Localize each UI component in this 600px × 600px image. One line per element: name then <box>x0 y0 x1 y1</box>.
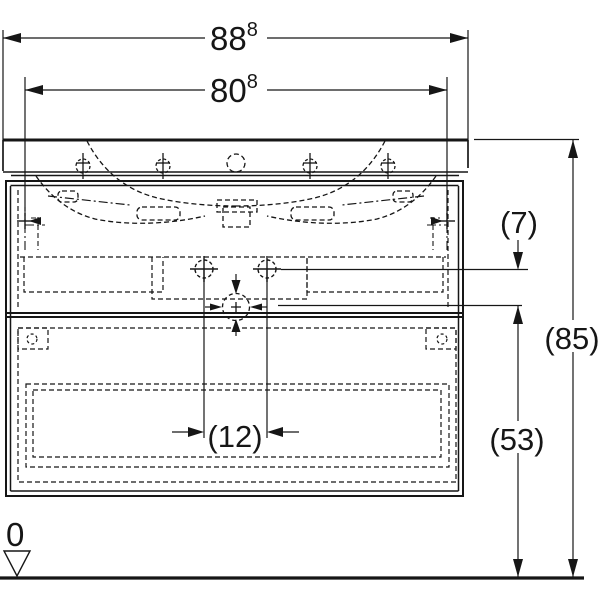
dimension-width-fixing: 808 <box>24 71 448 215</box>
arrowhead-up <box>568 140 578 158</box>
drain-connection <box>190 256 528 438</box>
fixing-arrow-right <box>431 217 443 225</box>
upper-drawer-center-cutout <box>151 257 308 300</box>
lower-drawer-corner-box-left <box>17 327 49 350</box>
arrowhead-right <box>188 427 204 437</box>
mount-symbols <box>75 153 396 179</box>
arrowhead-left <box>267 427 283 437</box>
dimension-height-drain: (53) <box>487 306 547 577</box>
washbasin <box>2 138 469 228</box>
basin-recess-left <box>136 206 181 221</box>
datum-label: 0 <box>6 516 24 553</box>
dimension-height-total: (85) <box>474 138 600 577</box>
fixing-point-right <box>427 207 455 252</box>
dimension-label-drain-spacing: (12) <box>207 419 262 454</box>
upper-drawer-details <box>17 190 449 310</box>
basin-center-lines <box>47 195 425 206</box>
lower-drawer-outer <box>17 327 457 483</box>
side-fixing-points <box>17 207 455 252</box>
basin-drain-recess-inner <box>222 206 251 228</box>
cabinet-outer-outline <box>5 180 464 497</box>
basin-bowl-hidden-outline <box>35 140 437 228</box>
basin-recess-right <box>290 206 335 221</box>
dimension-drain-spacing: (12) <box>172 419 299 454</box>
label-mask <box>542 320 600 352</box>
dimension-label-height-total: (85) <box>544 321 599 356</box>
dimension-label-height-drain: (53) <box>489 422 544 457</box>
mount-symbol-icon <box>75 153 91 179</box>
basin-drain-recess-outer <box>216 199 258 213</box>
arrowhead-down <box>513 252 523 270</box>
lower-drawer-inner <box>32 389 442 458</box>
upper-drawer-pocket-left <box>23 257 164 293</box>
dimension-width-total: 888 <box>2 19 469 171</box>
arrowhead-down <box>568 559 578 577</box>
basin-overflow-right <box>392 190 414 203</box>
floor-datum: 0 <box>0 516 584 580</box>
arrowhead-right <box>450 33 468 43</box>
label-mask <box>205 20 267 54</box>
lower-drawer-middle <box>25 383 450 468</box>
mount-symbol-icon <box>380 153 396 179</box>
arrowhead-left <box>3 33 21 43</box>
lower-drawer-corner-hole-left <box>26 333 38 345</box>
upper-drawer-pocket-right <box>306 257 444 293</box>
cabinet <box>5 180 464 497</box>
fixing-point-left <box>17 207 45 252</box>
dimension-label-offset: (7) <box>500 205 538 240</box>
tap-hole <box>226 153 246 173</box>
mount-symbol-icon <box>302 153 318 179</box>
arrowhead-down <box>513 559 523 577</box>
dimension-label-width-total: 888 <box>210 19 258 57</box>
dimension-offset-fixing-drain: (7) <box>500 205 538 324</box>
basin-overflow-left <box>57 190 79 203</box>
arrowhead-left <box>25 85 43 95</box>
label-mask <box>205 72 267 106</box>
lower-drawer-corner-hole-right <box>436 333 448 345</box>
mount-symbol-icon <box>155 153 171 179</box>
datum-triangle-icon <box>2 550 32 578</box>
lower-drawer-details <box>17 327 457 483</box>
arrowhead-right <box>429 85 447 95</box>
lower-drawer-corner-box-right <box>425 327 457 350</box>
dimension-label-width-fixing: 808 <box>210 71 258 109</box>
label-mask <box>487 421 547 453</box>
drain-pointer-arrows <box>205 274 267 336</box>
